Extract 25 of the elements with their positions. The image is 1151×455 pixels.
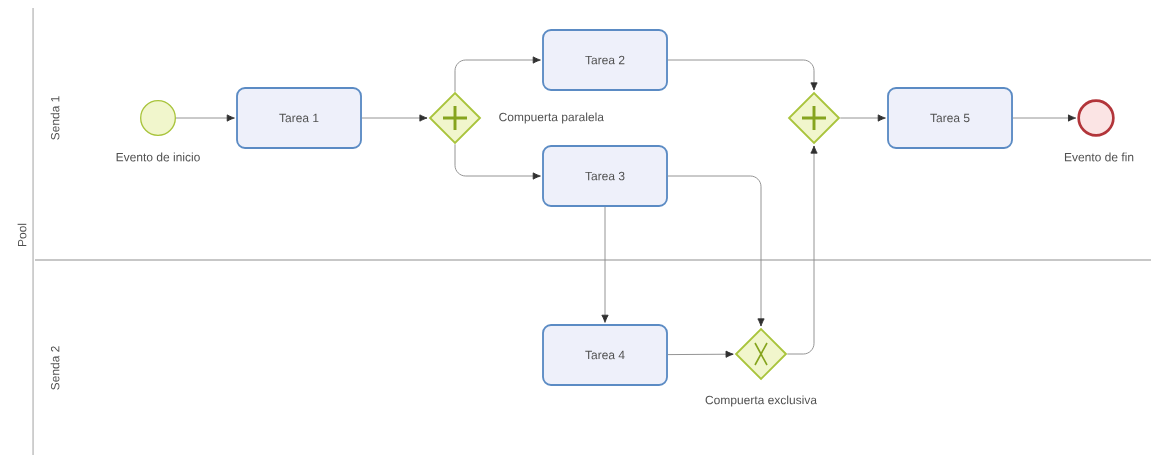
arrow [601, 206, 609, 323]
arrow [667, 175, 765, 327]
task-box: Tarea 3 [542, 145, 668, 207]
lane-label: Senda 2 [50, 346, 60, 390]
start-event-circle [140, 100, 176, 136]
task-box: Tarea 4 [542, 324, 668, 386]
lane-label: Pool [17, 223, 27, 247]
arrow [667, 350, 734, 358]
arrow [454, 56, 541, 93]
arrow [839, 114, 886, 122]
arrow [1012, 114, 1077, 122]
arrow [361, 114, 428, 122]
arrow [667, 59, 818, 91]
task-box: Tarea 5 [887, 87, 1013, 149]
node-caption: Evento de fin [1064, 152, 1134, 162]
arrow [175, 114, 235, 122]
lane-label: Senda 1 [50, 96, 60, 140]
node-caption: Compuerta paralela [499, 112, 604, 124]
node-caption: Compuerta exclusiva [705, 395, 817, 407]
end-event-circle [1077, 99, 1115, 137]
task-box: Tarea 2 [542, 29, 668, 91]
arrow [786, 145, 818, 355]
node-caption: Evento de inicio [116, 152, 200, 162]
arrow [454, 143, 541, 180]
task-box: Tarea 1 [236, 87, 362, 149]
